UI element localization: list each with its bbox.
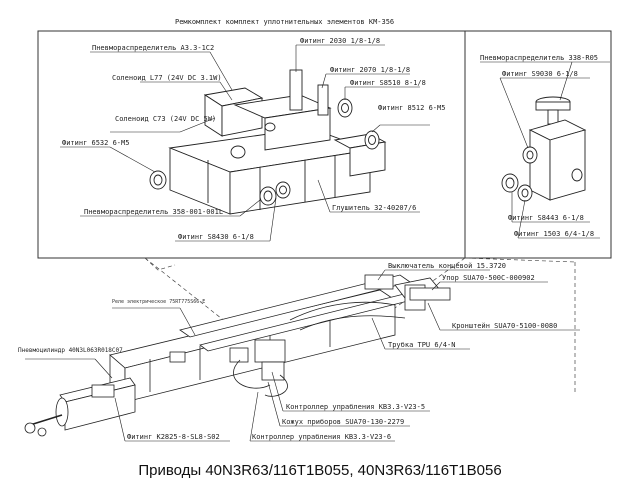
label-valve-a33: Пневмораспределитель А3.3-1С2 (92, 44, 214, 52)
label-cylinder: Пневмоцилиндр 40N3L063R018C07 (18, 347, 123, 354)
label-fitting-2070: Фитинг 2070 1/8-1/8 (330, 66, 410, 74)
label-fitting-s8510: Фитинг S8510 8-1/8 (350, 79, 426, 87)
labels-top-left: Пневмораспределитель А3.3-1С2 Фитинг 203… (62, 37, 445, 241)
figure-caption: Приводы 40N3R63/116T1B055, 40N3R63/116T1… (138, 462, 502, 479)
label-fitting-6532: Фитинг 6532 6-М5 (62, 139, 129, 147)
label-valve-358: Пневмораспределитель 358-001-001L (84, 208, 223, 216)
leader-lines-bottom (25, 269, 580, 442)
valve-assembly-left (149, 69, 387, 215)
label-fitting-2030: Фитинг 2030 1/8-1/8 (300, 37, 380, 45)
leader-lines-top-left (60, 44, 430, 242)
label-controller-6: Контроллер упрабления КВ3.3-V23-6 (252, 433, 391, 441)
leader-lines-top-right (480, 61, 610, 239)
label-controller-5: Контроллер упрабления КВ3.3-V23-5 (286, 403, 425, 411)
label-fitting-s9030: Фитинг S9030 6-1/8 (502, 70, 578, 78)
panel-title: Ремкомплект комплект уплотнительных элем… (175, 18, 394, 26)
top-frame (37, 30, 612, 259)
label-stop: Упор SUA70-500С-000902 (442, 274, 535, 282)
label-fitting-s8443: Фитинг S8443 6-1/8 (508, 214, 584, 222)
label-housing: Кожух приборов SUA70-130-2279 (282, 418, 404, 426)
label-fitting-1503: Фитинг 1503 6/4-1/8 (514, 230, 594, 238)
labels-top-right: Пневмораспределитель 338-R05 Фитинг S903… (480, 54, 598, 238)
label-muffler: Глушитель 32-40207/6 (332, 204, 416, 212)
label-solenoid-c73: Соленоид С73 (24V DC 5W) (115, 115, 216, 123)
label-limit-switch: Выключатель концевой 15.3720 (388, 262, 506, 270)
label-solenoid-l77: Соленоид L77 (24V DC 3.1W) (112, 74, 222, 82)
label-tube: Трубка TPU 6/4-N (388, 341, 455, 349)
label-relay-note: Реле электрическое 75RT775S66-E (112, 299, 205, 305)
label-fitting-s8430: Фитинг S8430 6-1/8 (178, 233, 254, 241)
label-fitting-k2825: Фитинг K2825-8-SL8-S02 (127, 433, 220, 441)
label-bracket: Кронштейн SUA70-5100-0080 (452, 322, 557, 330)
actuator-assembly (24, 274, 451, 437)
valve-assembly-right (501, 96, 587, 202)
label-valve-338: Пневмораспределитель 338-R05 (480, 54, 598, 62)
label-fitting-8512: Фитинг 8512 6-М5 (378, 104, 445, 112)
labels-bottom: Выключатель концевой 15.3720 Упор SUA70-… (18, 262, 557, 441)
